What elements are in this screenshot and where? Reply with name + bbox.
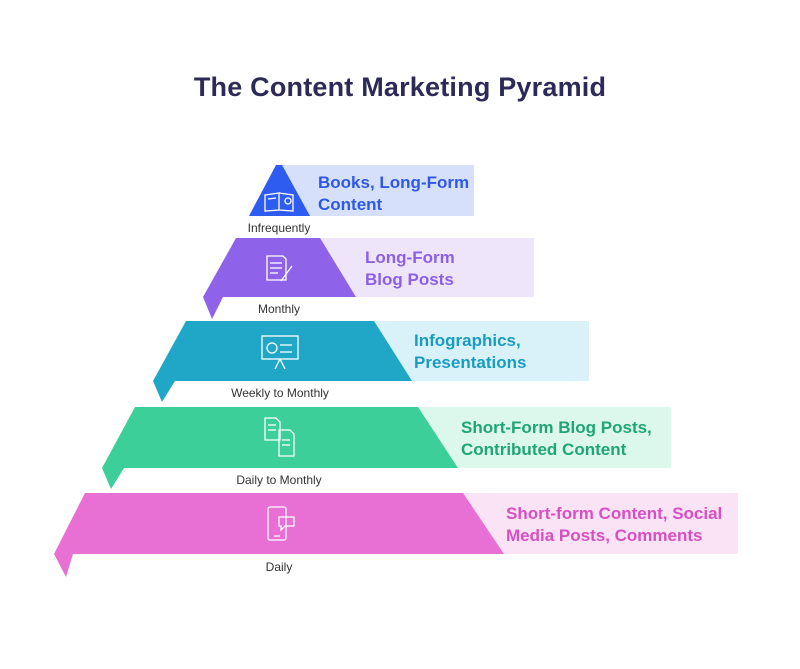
tier-1-banner: [280, 165, 474, 216]
tier-2-label-line2: Blog Posts: [365, 270, 454, 289]
tier-5-banner: [460, 493, 738, 554]
tier-5: [54, 493, 738, 577]
tier-3-label-line1: Infographics,: [414, 331, 521, 350]
tier-4-shape: [102, 407, 458, 489]
mobile-chat-icon: [267, 506, 295, 541]
tier-3-label-line2: Presentations: [414, 353, 527, 372]
tier-2-label: Long-Form Blog Posts: [365, 247, 455, 291]
tier-5-label: Short-form Content, Social Media Posts, …: [506, 503, 722, 547]
tier-1-label: Books, Long-Form Content: [318, 172, 469, 216]
tier-3-frequency: Weekly to Monthly: [231, 386, 329, 400]
tier-5-shape: [54, 493, 504, 577]
tier-4-label-line2: Contributed Content: [461, 440, 627, 459]
tier-5-label-line2: Media Posts, Comments: [506, 526, 703, 545]
tier-3: [153, 321, 589, 402]
tier-4-label-line1: Short-Form Blog Posts,: [461, 418, 652, 437]
tier-4: [102, 407, 671, 489]
book-icon: [264, 192, 294, 212]
presentation-board-icon: [261, 335, 299, 370]
tier-1-shape: [249, 165, 310, 216]
tier-2-shape: [203, 238, 356, 319]
document-edit-icon: [266, 255, 293, 282]
documents-icon: [264, 417, 295, 457]
tier-1: [249, 165, 474, 216]
tier-2-label-line1: Long-Form: [365, 248, 455, 267]
tier-3-label: Infographics, Presentations: [414, 330, 526, 374]
tier-3-shape: [153, 321, 412, 402]
tier-4-frequency: Daily to Monthly: [236, 473, 322, 487]
diagram-title: The Content Marketing Pyramid: [193, 72, 607, 102]
tier-4-banner: [415, 407, 671, 468]
tier-3-banner: [370, 321, 589, 381]
tier-1-frequency: Infrequently: [247, 221, 311, 235]
tier-1-label-line1: Books, Long-Form: [318, 173, 470, 192]
tier-2: [203, 238, 534, 319]
tier-2-frequency: Monthly: [257, 302, 301, 316]
tier-4-label: Short-Form Blog Posts, Contributed Conte…: [461, 417, 652, 461]
tier-1-label-line2: Content: [318, 195, 383, 214]
tier-5-frequency: Daily: [265, 560, 293, 574]
tier-5-label-line1: Short-form Content, Social: [506, 504, 723, 523]
